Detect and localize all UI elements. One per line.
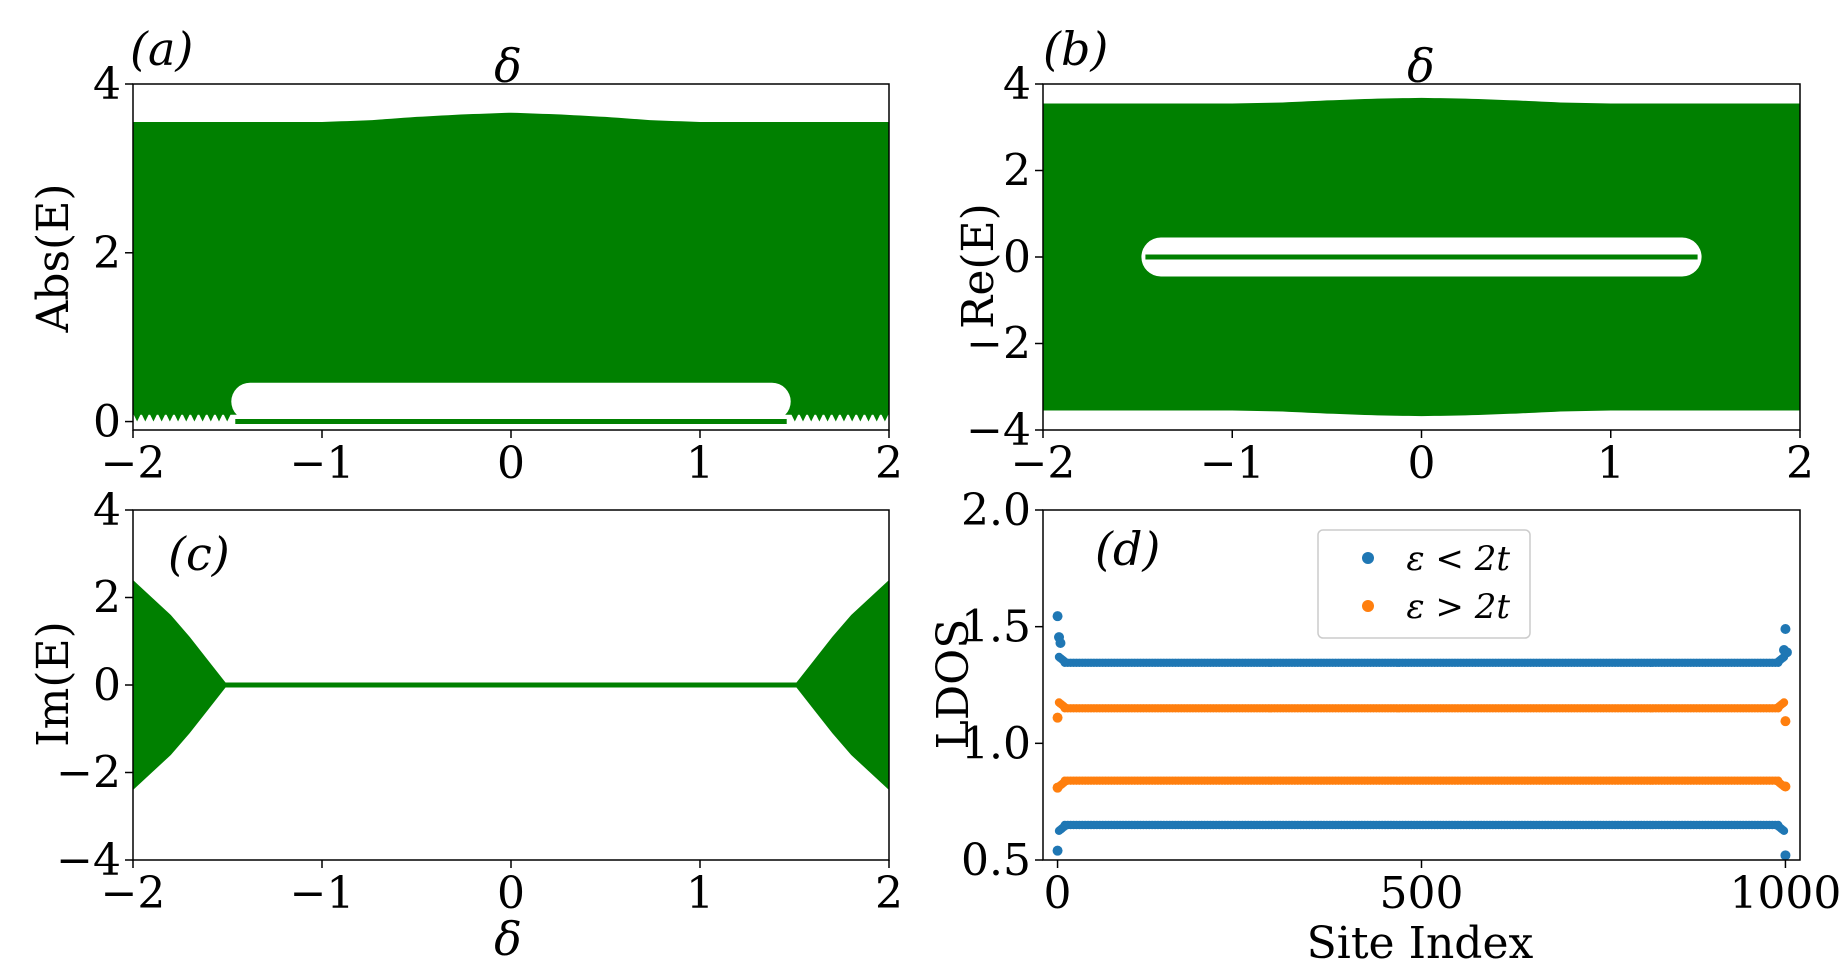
d-point	[1060, 777, 1070, 787]
d-edge-point	[1780, 624, 1791, 634]
b-xtick-label: −1	[1200, 438, 1265, 489]
d-xtick-label: 0	[1044, 868, 1072, 919]
c-ytick-label: 4	[93, 485, 121, 536]
d-point	[1060, 702, 1070, 712]
panel-c-label: (c)	[168, 527, 230, 581]
b-ytick-label: 4	[1003, 59, 1031, 110]
d-ytick-label: 1.5	[961, 602, 1031, 653]
c-xtick-label: 0	[497, 868, 525, 919]
d-ytick-label: 0.5	[961, 835, 1031, 886]
d-legend-marker	[1362, 552, 1374, 564]
panel-c-ylabel: Im(E)	[28, 621, 79, 747]
d-point	[1773, 702, 1783, 712]
d-xtick-label: 500	[1380, 868, 1464, 919]
panel-b-label: (b)	[1043, 22, 1108, 76]
a-ytick-label: 2	[93, 228, 121, 279]
d-ytick-label: 1.0	[961, 718, 1031, 769]
a-xtick-label: −2	[101, 438, 166, 489]
panel-c-xlabel: δ	[494, 912, 522, 966]
b-xtick-label: 1	[1597, 438, 1625, 489]
a-gap	[231, 382, 791, 421]
d-legend-marker	[1362, 600, 1374, 612]
d-point	[1060, 657, 1070, 666]
panel-a: (a) δ Abs(E) −2 −1 0 1 2 0 2 4	[28, 22, 903, 489]
a-ytick-label: 0	[93, 397, 121, 448]
d-edge-point	[1781, 647, 1792, 658]
a-xtick-label: −1	[290, 438, 355, 489]
d-point	[1773, 777, 1783, 787]
d-point	[1773, 821, 1783, 831]
panel-d-ylabel: LDOS	[928, 619, 979, 750]
d-edge-point	[1780, 850, 1791, 861]
a-band-edge	[790, 413, 889, 422]
panel-b-ylabel: Re(E)	[953, 203, 1004, 329]
c-xtick-label: 1	[686, 868, 714, 919]
a-ytick-label: 4	[93, 59, 121, 110]
panel-d-plot: 0 500 1000 0.5 1.0 1.5 2.0	[961, 485, 1841, 919]
c-xtick-label: −1	[290, 868, 355, 919]
c-xtick-label: −2	[101, 868, 166, 919]
b-ytick-label: 2	[1003, 146, 1031, 197]
d-legend-label: ε > 2t	[1406, 587, 1510, 627]
d-ytick-label: 2.0	[961, 485, 1031, 536]
d-point	[1773, 657, 1783, 666]
a-xtick-label: 0	[497, 438, 525, 489]
panel-d-xlabel: Site Index	[1307, 918, 1534, 969]
d-edge-point	[1780, 781, 1791, 792]
b-xtick-label: 2	[1786, 438, 1814, 489]
d-edge-point	[1052, 845, 1063, 856]
b-ytick-label: −2	[966, 319, 1031, 370]
b-xtick-label: −2	[1011, 438, 1076, 489]
panel-a-label: (a)	[130, 22, 193, 76]
a-band-area	[133, 112, 889, 415]
b-xtick-label: 0	[1408, 438, 1436, 489]
d-edge-point	[1052, 712, 1063, 723]
panel-d: (d) LDOS Site Index 0 500 1000 0.5 1.0 1.5 2.0…	[928, 485, 1841, 969]
d-legend-label: ε < 2t	[1406, 539, 1510, 579]
d-edge-point	[1780, 716, 1791, 727]
panel-b-top-xlabel: δ	[1407, 39, 1435, 93]
b-ytick-label: 0	[1003, 232, 1031, 283]
panel-a-plot: −2 −1 0 1 2 0 2 4	[93, 59, 903, 489]
c-xtick-label: 2	[875, 868, 903, 919]
d-xtick-label: 1000	[1729, 868, 1841, 919]
c-ytick-label: 2	[93, 573, 121, 624]
a-xtick-label: 1	[686, 438, 714, 489]
c-ytick-label: −4	[56, 835, 121, 886]
d-edge-point	[1055, 638, 1066, 648]
d-series-orange	[1052, 698, 1791, 793]
c-ytick-label: −2	[56, 748, 121, 799]
d-series-blue	[1052, 611, 1792, 861]
d-edge-point	[1052, 611, 1063, 622]
panel-d-label: (d)	[1095, 522, 1160, 576]
panel-a-ylabel: Abs(E)	[28, 184, 79, 334]
d-edge-point	[1052, 782, 1063, 793]
panel-a-top-xlabel: δ	[494, 39, 522, 93]
b-ytick-label: −4	[966, 405, 1031, 456]
panel-d-legend: ε < 2t ε > 2t	[1317, 529, 1531, 639]
c-ytick-label: 0	[93, 660, 121, 711]
a-band-edge	[133, 413, 232, 422]
d-point	[1060, 821, 1070, 831]
a-xtick-label: 2	[875, 438, 903, 489]
